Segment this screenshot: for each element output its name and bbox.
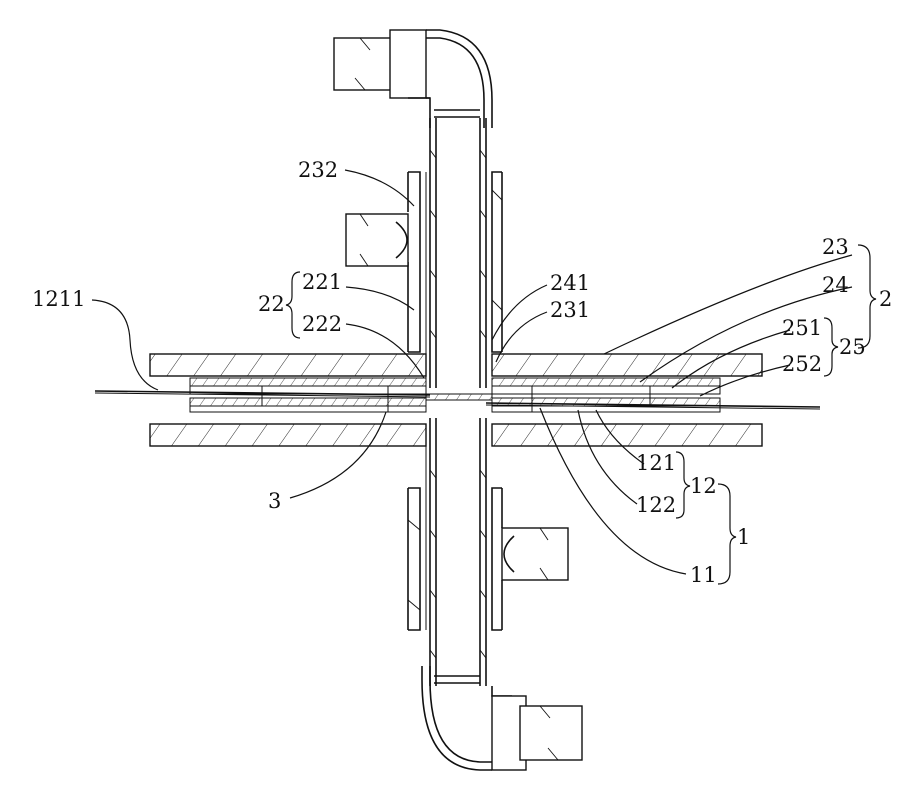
label-122: 122	[636, 493, 676, 517]
label-231: 231	[550, 298, 590, 322]
label-2: 2	[879, 287, 892, 311]
central-vertical-tube	[430, 118, 486, 686]
lower-left-sleeve	[408, 446, 426, 630]
upper-elbow-fitting	[334, 30, 492, 128]
label-11: 11	[690, 563, 717, 587]
label-3: 3	[268, 489, 281, 513]
lower-elbow-fitting	[422, 666, 582, 770]
label-24: 24	[822, 273, 849, 297]
label-241: 241	[550, 271, 590, 295]
label-1: 1	[737, 525, 750, 549]
label-251: 251	[782, 316, 822, 340]
label-25: 25	[839, 335, 866, 359]
label-221: 221	[302, 270, 342, 294]
label-22: 22	[258, 292, 285, 316]
label-1211: 1211	[32, 287, 85, 311]
lower-plate-left	[150, 424, 426, 446]
braces	[286, 245, 876, 584]
label-23: 23	[822, 235, 849, 259]
label-222: 222	[302, 312, 342, 336]
label-252: 252	[782, 352, 822, 376]
lower-plate-right	[492, 424, 762, 446]
label-12: 12	[690, 474, 717, 498]
label-232: 232	[298, 158, 338, 182]
upper-plate-right	[492, 354, 762, 376]
upper-plate-left	[150, 354, 426, 376]
lower-right-sleeve	[492, 488, 568, 630]
label-121: 121	[636, 451, 676, 475]
